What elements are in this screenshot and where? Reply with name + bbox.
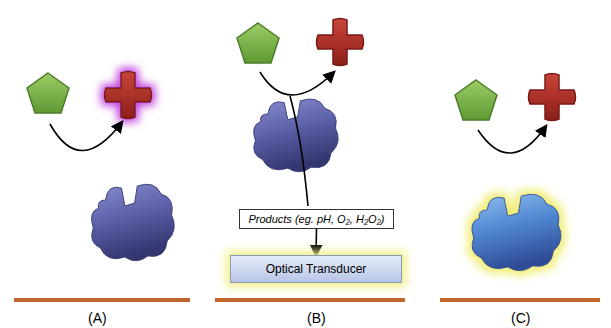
panel-label: (B) (307, 310, 326, 326)
reaction-arrow (478, 126, 546, 153)
surface-line (440, 298, 600, 302)
product-cross (105, 72, 152, 119)
product-cross (317, 19, 364, 66)
reaction-arrow (260, 72, 334, 95)
surface-line (215, 298, 405, 302)
products-box: Products (eg. pH, O₂, H₂O₂) (239, 209, 394, 229)
product-cross (529, 74, 576, 121)
panel-label: (A) (88, 310, 107, 326)
product-arrow (315, 229, 317, 255)
product-release-line (290, 96, 308, 206)
box-text: Products (eg. pH, O₂, H₂O₂) (248, 213, 384, 225)
surface-line (14, 298, 190, 302)
substrate-pentagon (237, 23, 279, 63)
optical-transducer: Optical Transducer (230, 255, 402, 283)
substrate-pentagon (27, 73, 69, 113)
panel-label: (C) (511, 310, 530, 326)
enzyme (254, 99, 339, 172)
enzyme (92, 184, 175, 261)
reaction-arrow (50, 122, 122, 151)
box-text: Optical Transducer (266, 262, 367, 276)
substrate-pentagon (455, 80, 497, 120)
enzyme (472, 194, 561, 271)
